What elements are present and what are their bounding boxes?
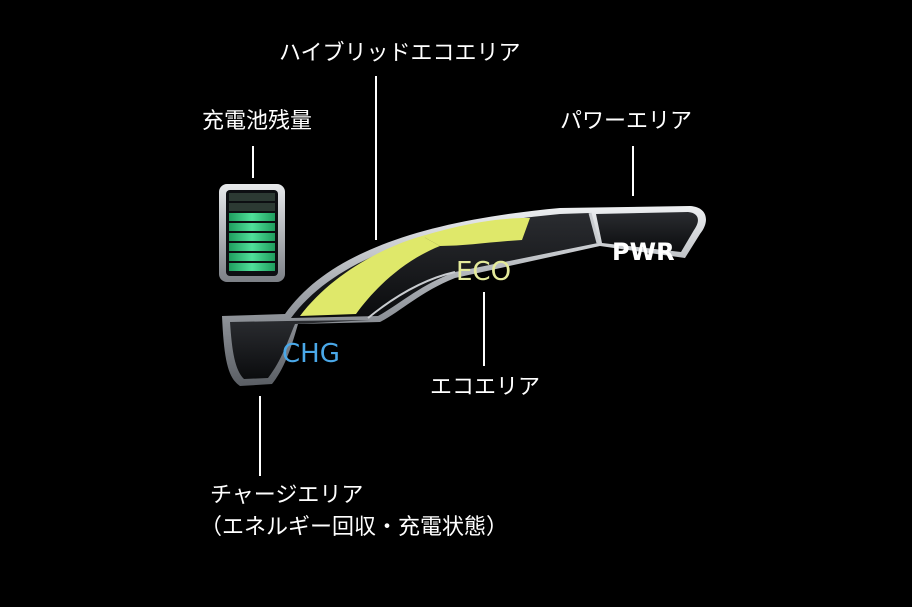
battery-segment-empty: [229, 203, 275, 211]
chg-label: CHG: [282, 339, 340, 369]
hybrid-eco-area-label: ハイブリッドエコエリア: [279, 41, 521, 66]
battery-segments: [229, 193, 275, 271]
hybrid-eco-leader: [375, 76, 377, 240]
gauge-inner: [230, 320, 370, 379]
eco-area-label: エコエリア: [430, 375, 541, 400]
battery-segment-filled: [229, 233, 275, 241]
eco-label: ECO: [456, 257, 512, 287]
battery-leader: [252, 146, 254, 178]
battery-segment-filled: [229, 253, 275, 261]
battery-segment-filled: [229, 213, 275, 221]
battery-segment-filled: [229, 243, 275, 251]
charge-area-label-line2: （エネルギー回収・充電状態）: [200, 515, 509, 540]
hybrid-eco-area-fill: [300, 236, 440, 316]
battery-segment-empty: [229, 193, 275, 201]
battery-level-label: 充電池残量: [202, 109, 313, 134]
battery-segment-filled: [229, 263, 275, 271]
charge-area-label-line1: チャージエリア: [210, 483, 364, 508]
battery-segment-filled: [229, 223, 275, 231]
power-leader: [632, 146, 634, 196]
power-area-label: パワーエリア: [560, 109, 693, 134]
charge-leader: [259, 396, 261, 476]
pwr-label: PWR: [612, 238, 675, 266]
eco-leader: [483, 292, 485, 366]
